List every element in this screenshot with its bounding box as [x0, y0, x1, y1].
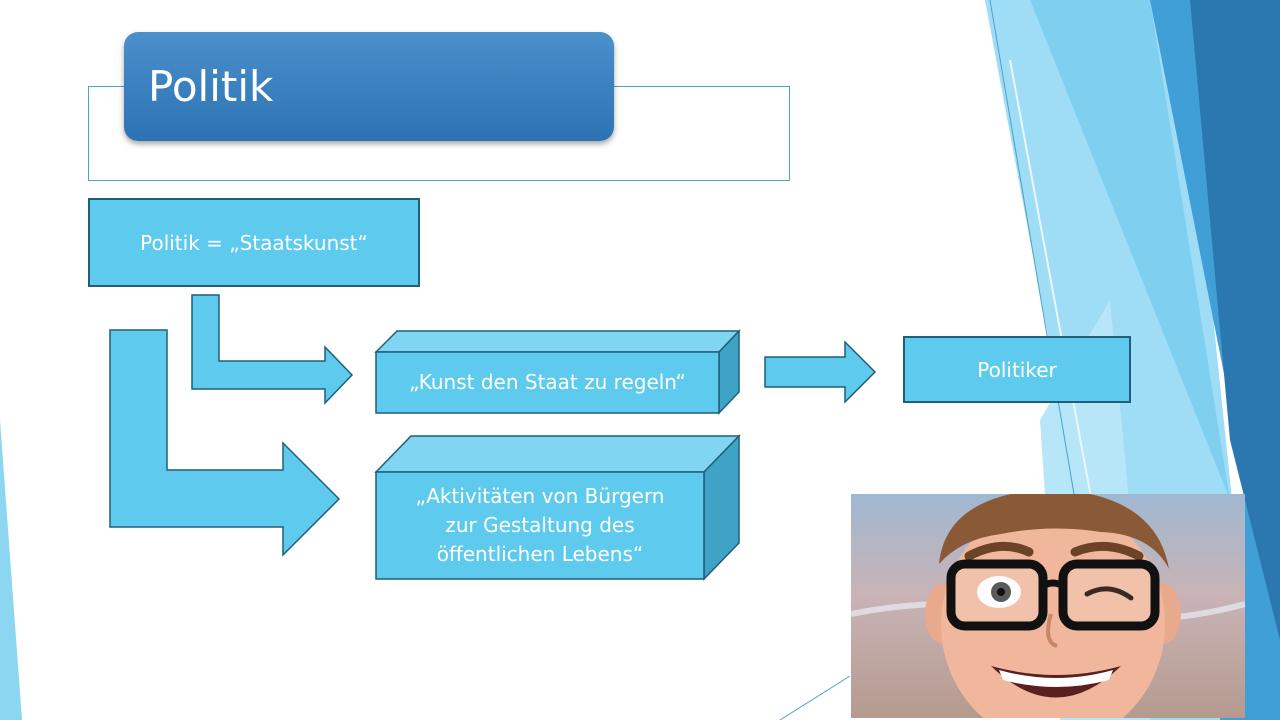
presenter-avatar: [851, 494, 1245, 718]
avatar-nose: [1046, 613, 1058, 648]
deco-right-light-2: [1030, 0, 1230, 500]
avatar-glasses-right: [1058, 559, 1160, 631]
politiker-label: Politiker: [977, 357, 1057, 382]
definition-label: Politik = „Staatskunst“: [140, 230, 368, 255]
deco-left-strip: [0, 420, 22, 720]
cartoon-avatar-face-icon: [851, 494, 1245, 718]
meaning-2-box-3d: [374, 434, 741, 581]
avatar-teeth: [999, 670, 1113, 687]
bent-arrow-large: [109, 329, 341, 557]
meaning-1-top-face: [374, 330, 741, 353]
deco-line-2: [779, 675, 851, 720]
meaning-1-label: „Kunst den Staat zu regeln“: [376, 352, 719, 413]
politiker-box: Politiker: [903, 336, 1131, 403]
meaning-2-front-face: [375, 471, 705, 580]
avatar-face: [941, 504, 1165, 718]
title-bar: Politik: [124, 32, 614, 141]
meaning-2-label: „Aktivitäten von Bürgern zur Gestaltung …: [376, 472, 704, 579]
right-arrow: [764, 340, 877, 404]
slide-title: Politik: [148, 62, 274, 111]
meaning-1-front-face: [375, 351, 720, 414]
meaning-2-top-face: [374, 435, 741, 473]
bent-arrow-small: [191, 294, 354, 405]
deco-line-1: [989, 0, 1076, 501]
avatar-hair: [939, 494, 1169, 569]
meaning-2-line-2: zur Gestaltung des: [445, 513, 635, 537]
avatar-eye-wink: [1084, 586, 1134, 601]
avatar-glasses-bridge: [1041, 579, 1065, 590]
avatar-pupil: [997, 588, 1005, 596]
meaning-1-text: „Kunst den Staat zu regeln“: [409, 370, 686, 394]
meaning-1-box-3d: [374, 329, 741, 415]
avatar-eyebrow-left: [964, 541, 1034, 561]
meaning-2-line-3: öffentlichen Lebens“: [436, 542, 644, 566]
meaning-2-line-1: „Aktivitäten von Bürgern: [415, 484, 665, 508]
definition-box: Politik = „Staatskunst“: [88, 198, 420, 287]
avatar-eyebrow-right: [1070, 541, 1144, 561]
deco-right-dark: [1190, 0, 1280, 640]
